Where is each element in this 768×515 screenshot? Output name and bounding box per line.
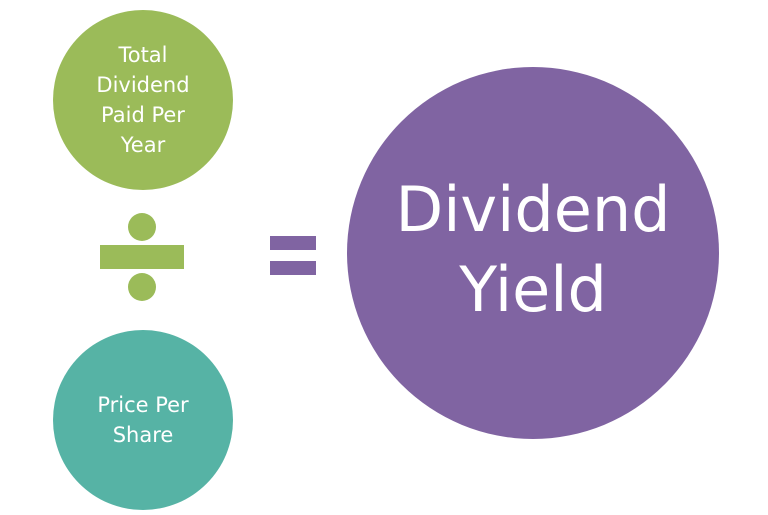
- total-dividend-label: Total Dividend Paid Per Year: [96, 43, 190, 157]
- division-bar: [100, 245, 184, 269]
- price-per-share-label: Price Per Share: [97, 393, 189, 447]
- equals-bar-bottom: [270, 261, 316, 275]
- division-dot-bottom: [128, 273, 156, 301]
- division-dot-top: [128, 213, 156, 241]
- total-dividend-circle: Total Dividend Paid Per Year: [53, 10, 233, 190]
- dividend-yield-circle: Dividend Yield: [347, 67, 719, 439]
- price-per-share-circle: Price Per Share: [53, 330, 233, 510]
- equals-bar-top: [270, 236, 316, 250]
- equals-sign-icon: [270, 236, 316, 276]
- dividend-yield-label: Dividend Yield: [395, 173, 671, 326]
- division-sign-icon: [100, 213, 184, 301]
